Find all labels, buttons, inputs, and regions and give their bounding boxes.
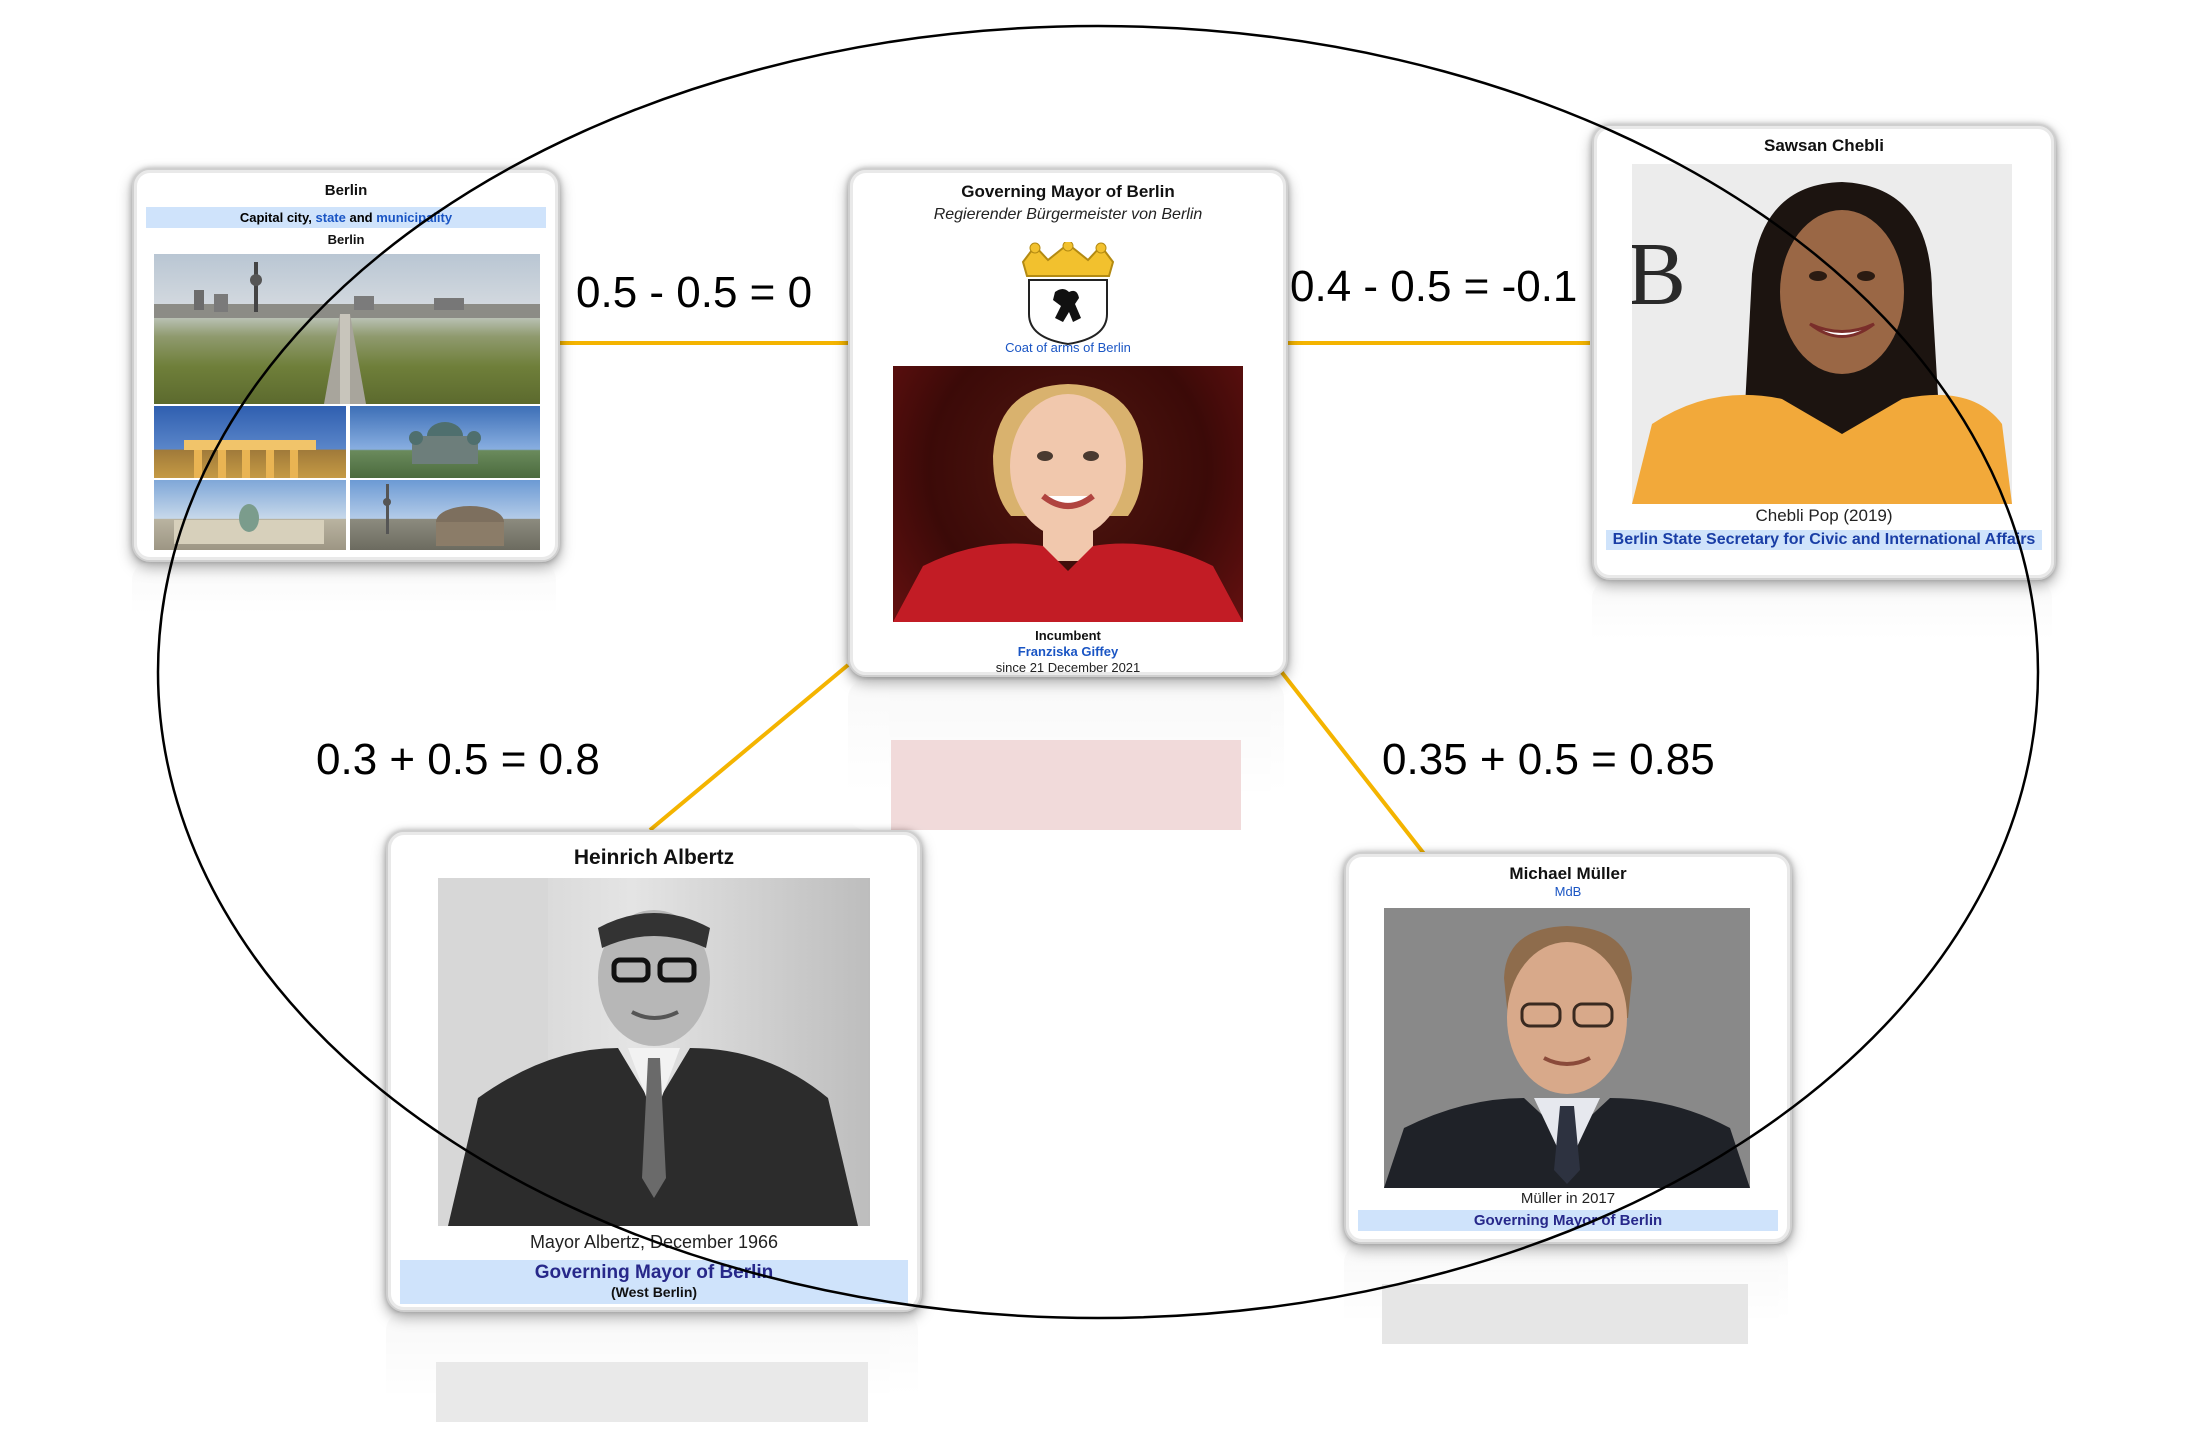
mueller-caption: Müller in 2017 <box>1520 1190 1616 1207</box>
heinrich-albertz-card[interactable]: Heinrich Albertz Mayor Albertz, December… <box>386 830 922 1312</box>
albertz-card-reflection <box>386 1312 918 1422</box>
albertz-card-title: Heinrich Albertz <box>573 846 735 869</box>
giffey-portrait-photo <box>893 366 1243 622</box>
berlin-card-subtitle: Capital city, state and municipality <box>146 207 546 228</box>
mueller-card-subtitle[interactable]: MdB <box>1554 884 1582 899</box>
berlin-skyline-photo <box>154 254 540 404</box>
coat-of-arms-caption[interactable]: Coat of arms of Berlin <box>1005 340 1131 355</box>
berlin-card-title: Berlin <box>324 182 368 199</box>
berlin-card-reflection <box>132 562 556 632</box>
subtitle-text: Capital city, <box>239 210 312 225</box>
mueller-portrait-photo <box>1384 908 1750 1188</box>
center-card-reflection <box>848 680 1284 830</box>
mueller-role[interactable]: Governing Mayor of Berlin <box>1358 1210 1778 1231</box>
incumbent-label: Incumbent <box>1035 628 1101 643</box>
chebli-caption: Chebli Pop (2019) <box>1755 506 1893 525</box>
incumbent-since: since 21 December 2021 <box>995 660 1141 675</box>
chebli-card-title: Sawsan Chebli <box>1764 136 1884 155</box>
chebli-role[interactable]: Berlin State Secretary for Civic and Int… <box>1606 530 2042 550</box>
coat-of-arms-icon <box>1015 240 1121 346</box>
albertz-role[interactable]: Governing Mayor of Berlin <box>534 1262 774 1283</box>
sawsan-chebli-card[interactable]: Sawsan Chebli B Chebli Pop (2019) Berlin… <box>1592 124 2056 580</box>
incumbent-name-link[interactable]: Franziska Giffey <box>1017 644 1119 659</box>
berlin-cathedral-photo <box>350 406 540 478</box>
center-card-german-title: Regierender Bürgermeister von Berlin <box>933 206 1203 223</box>
michael-mueller-card[interactable]: Michael Müller MdB Müller in 2017 Govern… <box>1344 852 1792 1244</box>
albertz-role-box: Governing Mayor of Berlin (West Berlin) <box>400 1260 908 1304</box>
albertz-role-sub: (West Berlin) <box>610 1284 698 1300</box>
svg-text:B: B <box>1632 225 1686 324</box>
berlin-card-name: Berlin <box>327 232 365 247</box>
edge-label-berlin: 0.5 - 0.5 = 0 <box>576 268 813 317</box>
museum-island-photo <box>350 480 540 550</box>
charlottenburg-palace-photo <box>154 480 346 550</box>
mueller-card-reflection <box>1344 1244 1788 1344</box>
albertz-portrait-photo <box>438 878 870 1226</box>
albertz-caption: Mayor Albertz, December 1966 <box>529 1232 779 1252</box>
subtitle-and: and <box>349 210 373 225</box>
state-link[interactable]: state <box>315 210 346 225</box>
mueller-card-title: Michael Müller <box>1509 864 1627 883</box>
center-card-title: Governing Mayor of Berlin <box>961 182 1175 201</box>
edge-label-chebli: 0.4 - 0.5 = -0.1 <box>1290 262 1578 311</box>
edge-label-mueller: 0.35 + 0.5 = 0.85 <box>1382 735 1715 784</box>
governing-mayor-card[interactable]: Governing Mayor of Berlin Regierender Bü… <box>848 168 1288 677</box>
edge-label-albertz: 0.3 + 0.5 = 0.8 <box>316 735 600 784</box>
brandenburg-gate-photo <box>154 406 346 478</box>
berlin-infobox-card[interactable]: Berlin Capital city, state and municipal… <box>132 168 560 562</box>
chebli-portrait-photo: B <box>1632 164 2012 504</box>
edge-center-albertz <box>648 663 850 832</box>
municipality-link[interactable]: municipality <box>376 210 453 225</box>
chebli-card-reflection <box>1592 580 2052 660</box>
